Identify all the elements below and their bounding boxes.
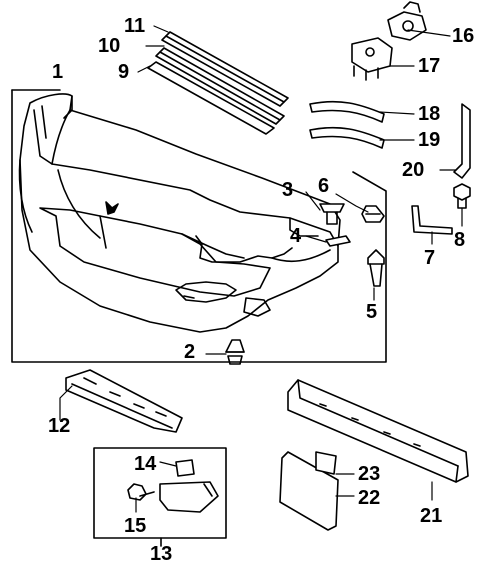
- part-16-sensor: [387, 1, 427, 41]
- part-20-bracket: [453, 103, 471, 179]
- callout-11: 11: [124, 15, 146, 37]
- callout-1: 1: [52, 61, 64, 83]
- bumper-cover: [18, 93, 341, 333]
- part-8-bolt: [453, 183, 471, 209]
- part-5-screw: [367, 249, 385, 287]
- callout-2: 2: [184, 341, 196, 363]
- upper-reinforcement-strips: [147, 31, 289, 135]
- callout-15: 15: [124, 515, 147, 537]
- callout-8: 8: [454, 229, 466, 251]
- part-7-bracket: [411, 205, 453, 235]
- callout-17: 17: [418, 55, 441, 77]
- leader-lines: [59, 25, 463, 513]
- callout-10: 10: [98, 35, 121, 57]
- callout-16: 16: [452, 25, 475, 47]
- part-2-clip: [225, 339, 245, 365]
- callout-4: 4: [290, 225, 302, 247]
- callout-13: 13: [150, 543, 173, 565]
- part-17-bracket: [351, 37, 393, 81]
- part-12-absorber: [65, 369, 183, 433]
- callout-9: 9: [118, 61, 130, 83]
- part-15-bolt: [127, 483, 155, 501]
- bumper-assembly-frame: [11, 89, 387, 363]
- callout-5: 5: [366, 301, 378, 323]
- part-21-reinforcement: [287, 379, 469, 483]
- callout-12: 12: [48, 415, 71, 437]
- callout-6: 6: [318, 175, 330, 197]
- part-14-bracket: [159, 459, 219, 513]
- callout-20: 20: [402, 159, 425, 181]
- callout-3: 3: [282, 179, 294, 201]
- callout-7: 7: [424, 247, 436, 269]
- part-23-clip: [315, 451, 337, 475]
- part-3-push-pin: [319, 203, 345, 225]
- callout-22: 22: [358, 487, 381, 509]
- callout-19: 19: [418, 129, 441, 151]
- callout-14: 14: [134, 453, 157, 475]
- part-6-clip: [361, 205, 385, 223]
- part-18-molding: [309, 100, 385, 123]
- part-22-plate-bracket: [279, 451, 339, 531]
- callout-18: 18: [418, 103, 441, 125]
- part-19-molding: [309, 126, 385, 149]
- callout-23: 23: [358, 463, 381, 485]
- callout-21: 21: [420, 505, 443, 527]
- part-4-plate: [325, 235, 351, 247]
